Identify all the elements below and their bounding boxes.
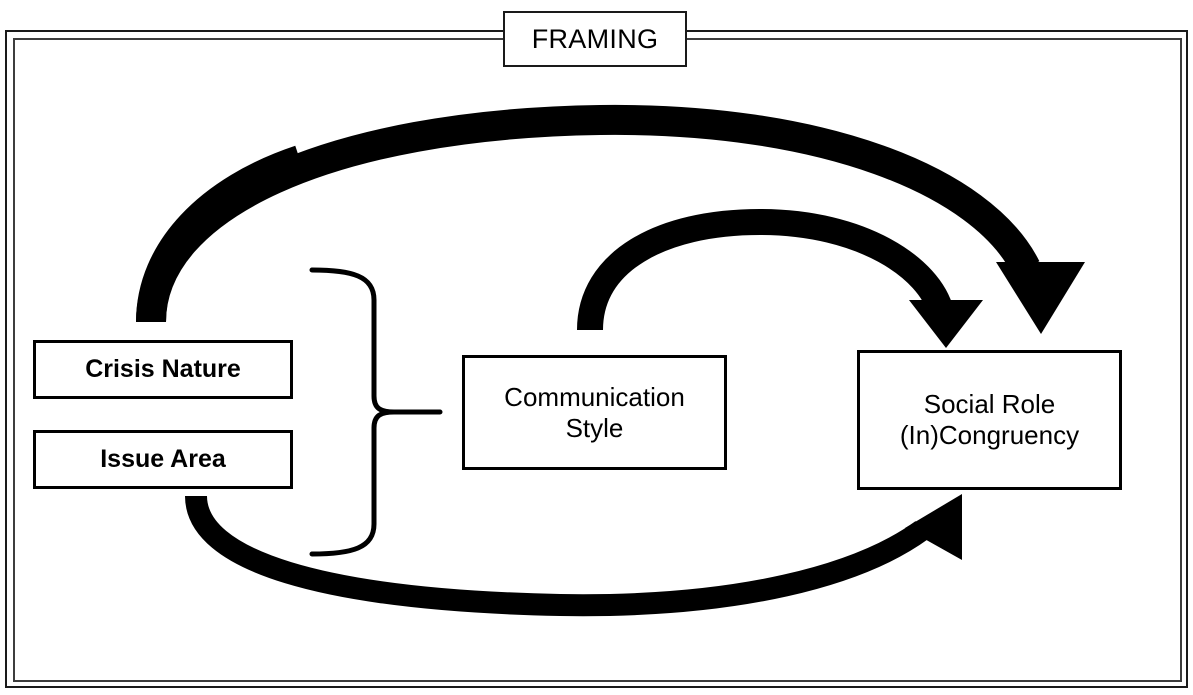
framing-title-label: FRAMING [531, 23, 659, 54]
framing-title-box: FRAMING [503, 11, 687, 67]
node-social-role-label: Social Role (In)Congruency [894, 389, 1085, 450]
node-crisis-nature-label: Crisis Nature [85, 354, 241, 383]
node-crisis-nature: Crisis Nature [33, 340, 293, 399]
node-social-role-line2: (In)Congruency [899, 420, 1080, 450]
node-social-role: Social Role (In)Congruency [857, 350, 1122, 490]
node-social-role-line1: Social Role [923, 389, 1056, 420]
node-issue-area: Issue Area [33, 430, 293, 489]
node-communication-style-label: Communication Style [498, 382, 691, 443]
node-communication-style-line1: Communication [504, 381, 685, 412]
node-communication-style-line2: Style [565, 412, 624, 443]
node-communication-style: Communication Style [462, 355, 727, 470]
node-issue-area-label: Issue Area [100, 444, 226, 473]
